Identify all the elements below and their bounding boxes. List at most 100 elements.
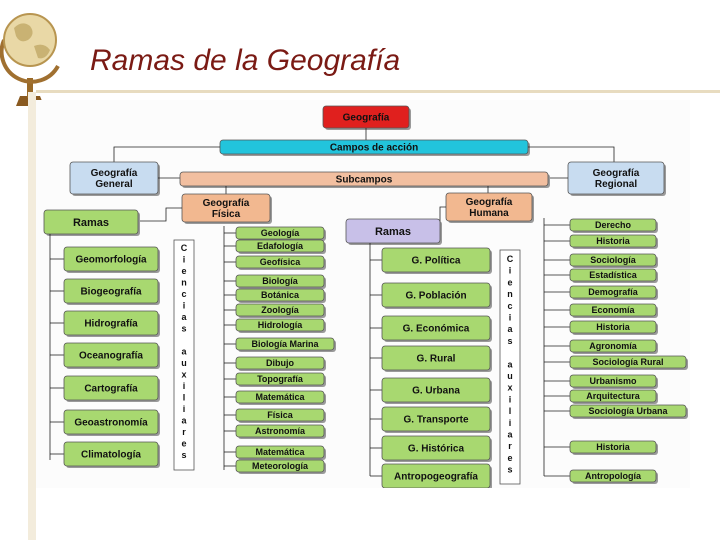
aux-label-letter: i (183, 381, 186, 391)
human-branch-box (381, 345, 491, 371)
physical-branch-box-label: Cartografía (84, 384, 138, 395)
human-aux-box-label: Derecho (595, 220, 632, 230)
human-aux-box-label: Historia (596, 442, 631, 452)
human-branch-box-label: G. Urbana (412, 386, 460, 397)
root-box-label: Geografía (343, 113, 390, 124)
regional-box-label: Geografía (593, 168, 640, 179)
human-aux-box (569, 440, 657, 454)
aux-label-letter: s (507, 336, 512, 346)
physical-aux-box-label: Física (267, 410, 294, 420)
physical-branch-box-label: Geomorfología (75, 255, 147, 266)
physical-aux-box (235, 274, 325, 288)
human-aux-box-label: Urbanismo (589, 376, 637, 386)
subcampos-box-label: Subcampos (336, 175, 393, 186)
title-rule (36, 90, 720, 93)
human-aux-box (569, 268, 657, 282)
human-aux-box (569, 303, 657, 317)
physical-aux-box (235, 424, 325, 438)
physical-aux-box-label: Geofísica (260, 257, 302, 267)
ramas-mid-box-label: Ramas (375, 226, 411, 238)
human-branch-box (381, 435, 491, 461)
aux-label-letter: i (183, 404, 186, 414)
aux-label-letter: a (507, 324, 513, 334)
human-aux-box-label: Antropología (585, 471, 642, 481)
human-aux-box-label: Estadística (589, 270, 638, 280)
human-branch-box-label: G. Rural (417, 354, 456, 365)
human-branch-box-label: Antropogeografía (394, 472, 478, 483)
aux-label-letter: x (507, 383, 512, 393)
physical-aux-box (235, 408, 325, 422)
human-aux-box (569, 389, 657, 403)
physical-branch-box (63, 441, 159, 467)
side-bar (28, 92, 36, 540)
aux-label-letter: s (181, 450, 186, 460)
physical-branch-box-label: Hidrografía (84, 319, 138, 330)
physical-branch-box (63, 310, 159, 336)
physical-aux-box-label: Astronomía (255, 426, 306, 436)
physical-aux-box-label: Matemática (255, 392, 305, 402)
physical-aux-box-label: Meteorología (252, 461, 309, 471)
aux-label-letter: i (509, 394, 512, 404)
physical-aux-box-label: Matemática (255, 447, 305, 457)
human-branch-box (381, 315, 491, 341)
aux-label-letter: C (181, 243, 188, 253)
aux-label-letter: n (507, 289, 513, 299)
aux-label-letter: i (183, 301, 186, 311)
physical-aux-box-label: Dibujo (266, 358, 294, 368)
human-aux-box (569, 253, 657, 267)
human-aux-box (569, 234, 657, 248)
aux-label-letter: r (182, 427, 186, 437)
human-aux-box (569, 339, 657, 353)
aux-label-letter: e (181, 439, 186, 449)
aux-label-letter: a (507, 430, 513, 440)
human-aux-box (569, 320, 657, 334)
human-aux-box-label: Sociología Urbana (588, 406, 668, 416)
human-branch-box (381, 282, 491, 308)
aux-label-letter: i (509, 313, 512, 323)
aux-label-letter: l (183, 393, 186, 403)
human-aux-box-label: Sociología (590, 255, 637, 265)
aux-label-letter: a (181, 347, 187, 357)
physical-branch-box (63, 409, 159, 435)
aux-label-letter: s (507, 465, 512, 475)
aux-label-letter: l (509, 406, 512, 416)
physical-branch-box-label: Climatología (81, 450, 141, 461)
human-aux-box (569, 374, 657, 388)
physical-branch-box (63, 375, 159, 401)
aux-label-letter: s (181, 324, 186, 334)
physical-aux-box-label: Topografía (257, 374, 304, 384)
human-aux-box-label: Historia (596, 322, 631, 332)
aux-label-human (499, 249, 521, 485)
physical-branch-box-label: Oceanografía (79, 351, 143, 362)
physical-aux-box (235, 445, 325, 459)
human-branch-box-label: G. Población (405, 291, 466, 302)
physical-aux-box-label: Edafología (257, 241, 304, 251)
humana-box-label: Humana (469, 208, 509, 219)
human-branch-box-label: G. Económica (403, 324, 470, 335)
physical-aux-box (235, 255, 325, 269)
slide-title: Ramas de la Geografía (90, 44, 401, 77)
aux-label-letter: n (181, 278, 187, 288)
physical-aux-box-label: Geología (261, 228, 300, 238)
aux-label-letter: C (507, 254, 514, 264)
physical-aux-box-label: Hidrología (258, 320, 303, 330)
human-aux-box-label: Sociología Rural (592, 357, 663, 367)
physical-aux-box (235, 337, 335, 351)
aux-label-letter: c (181, 289, 186, 299)
aux-label-letter: i (509, 418, 512, 428)
aux-label-letter: i (509, 266, 512, 276)
human-branch-box (381, 247, 491, 273)
physical-aux-box (235, 459, 325, 473)
aux-label-letter: u (181, 358, 187, 368)
aux-label-letter: r (508, 441, 512, 451)
aux-label-letter: c (507, 301, 512, 311)
aux-label-letter: e (507, 453, 512, 463)
human-aux-box (569, 355, 687, 369)
aux-label-letter: u (507, 371, 513, 381)
general-box-label: Geografía (91, 168, 138, 179)
physical-branch-box-label: Biogeografía (80, 287, 142, 298)
general-box-label: General (95, 179, 132, 190)
humana-box-label: Geografía (466, 197, 513, 208)
globe-icon (0, 13, 60, 106)
human-aux-box-label: Demografía (588, 287, 639, 297)
